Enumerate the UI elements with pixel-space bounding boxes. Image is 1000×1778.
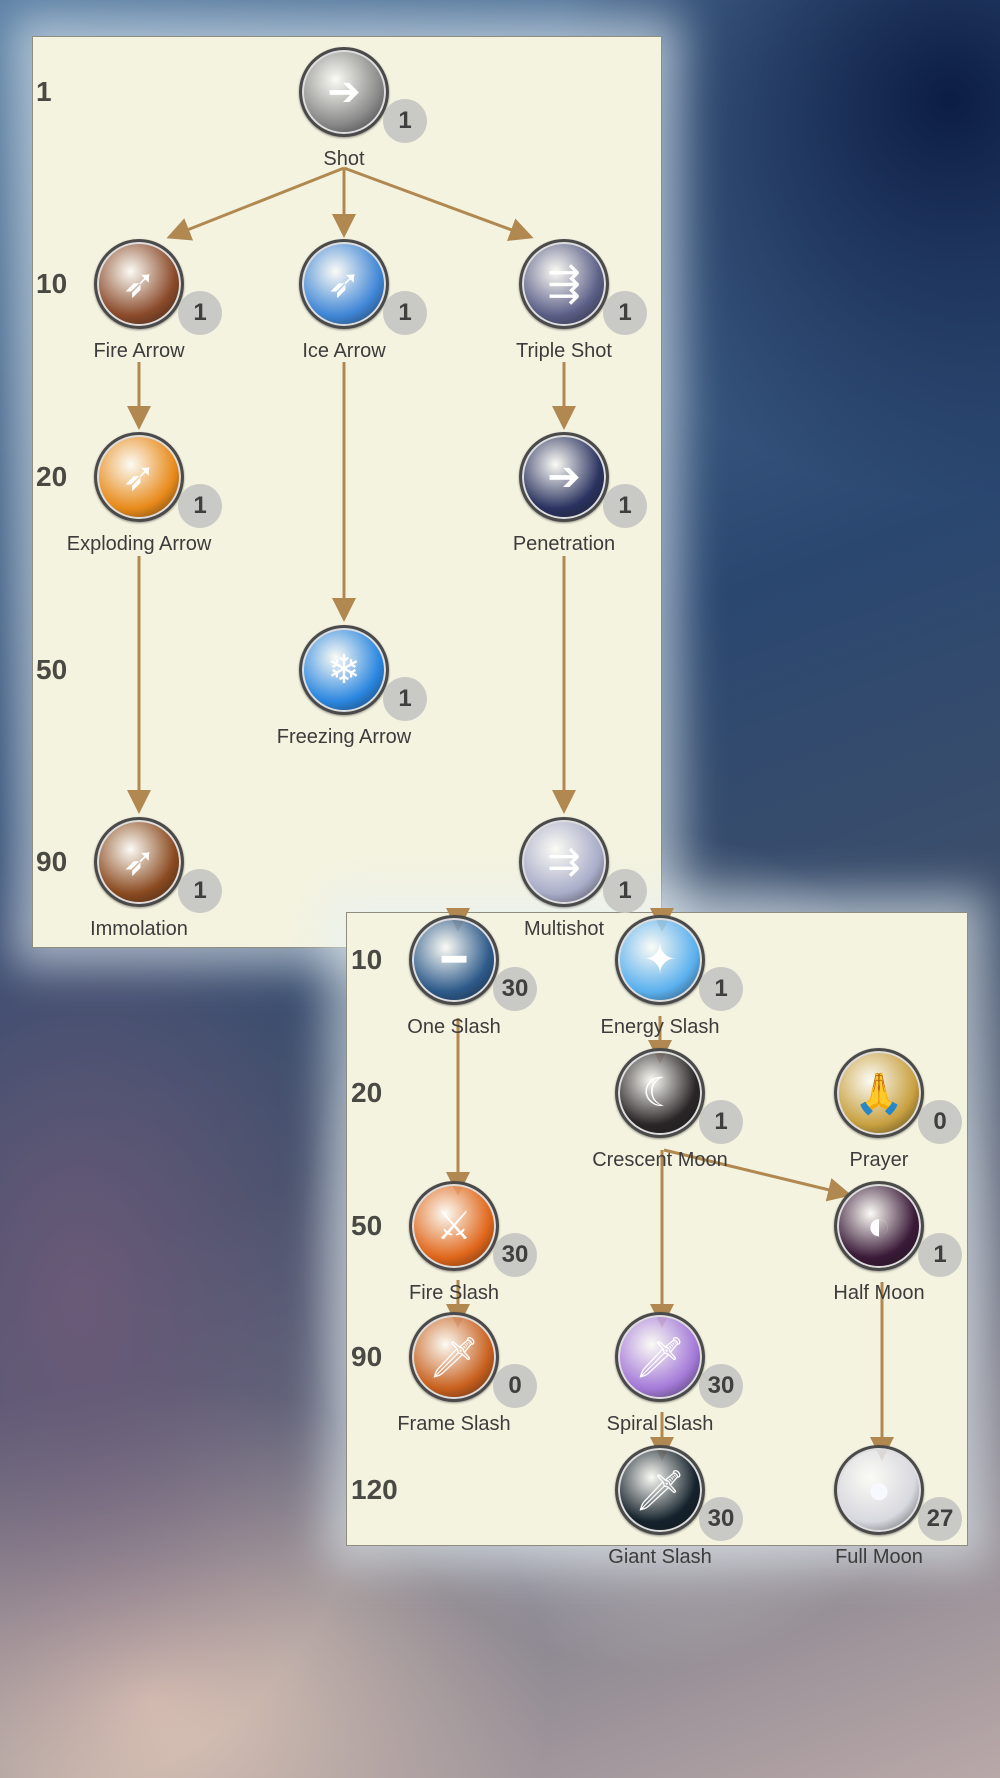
exploding-arrow-icon[interactable]: ➶	[94, 432, 184, 522]
level-label: 50	[36, 654, 68, 685]
crescent-moon-sword-icon[interactable]: ☾	[615, 1048, 705, 1138]
skill-points-badge: 30	[493, 1233, 537, 1277]
skill-name: Ice Arrow	[302, 340, 386, 362]
skill-points-badge: 1	[383, 99, 427, 143]
skill-points-badge: 0	[918, 1100, 962, 1144]
arrow-right-icon[interactable]: ➔	[299, 47, 389, 137]
skill-points-badge: 27	[918, 1497, 962, 1541]
skill-points-badge: 1	[383, 677, 427, 721]
skill-name: Giant Slash	[608, 1546, 712, 1568]
skill-points-badge: 1	[603, 869, 647, 913]
skill-name: Energy Slash	[600, 1016, 720, 1038]
level-label: 10	[36, 268, 68, 299]
skill-name: Multishot	[523, 918, 605, 940]
skill-name: Shot	[323, 148, 365, 170]
skill-points-badge: 1	[178, 869, 222, 913]
skill-name: Fire Slash	[408, 1282, 500, 1304]
giant-sword-icon[interactable]: 🗡	[615, 1445, 705, 1535]
skill-points-badge: 1	[383, 291, 427, 335]
skill-points-badge: 1	[603, 291, 647, 335]
arrow-crescent-halfmoon	[663, 1148, 852, 1202]
fire-arrow-icon[interactable]: ➶	[94, 239, 184, 329]
skill-points-badge: 1	[603, 484, 647, 528]
skill-name: Fire Arrow	[93, 340, 185, 362]
praying-hands-icon[interactable]: 🙏	[834, 1048, 924, 1138]
spiral-sword-icon[interactable]: 🗡	[615, 1312, 705, 1402]
immolation-arrow-icon[interactable]: ➶	[94, 817, 184, 907]
skill-name: Full Moon	[835, 1546, 923, 1568]
penetration-arrow-icon[interactable]: ➔	[519, 432, 609, 522]
skill-name: Spiral Slash	[606, 1413, 714, 1435]
full-moon-sword-icon[interactable]: ●	[834, 1445, 924, 1535]
skill-points-badge: 1	[178, 291, 222, 335]
ice-arrow-icon[interactable]: ➶	[299, 239, 389, 329]
skill-points-badge: 1	[699, 967, 743, 1011]
skill-name: Exploding Arrow	[66, 533, 212, 555]
triple-arrow-icon[interactable]: ⇶	[519, 239, 609, 329]
skill-points-badge: 1	[178, 484, 222, 528]
level-label: 90	[36, 846, 68, 877]
arrow-shot-fire	[166, 166, 345, 241]
skill-points-badge: 1	[918, 1233, 962, 1277]
snowflake-arrow-icon[interactable]: ❄	[299, 625, 389, 715]
arrow-shot-triple	[343, 166, 534, 242]
multishot-arrow-icon[interactable]: ⇉	[519, 817, 609, 907]
half-moon-sword-icon[interactable]: ◐	[834, 1181, 924, 1271]
level-label: 20	[351, 1077, 383, 1108]
level-label: 120	[351, 1474, 398, 1505]
level-label: 1	[36, 76, 52, 107]
skill-name: Penetration	[512, 533, 616, 555]
skill-name: Crescent Moon	[592, 1149, 728, 1171]
skill-name: Prayer	[849, 1149, 909, 1171]
flame-sword-icon[interactable]: 🗡	[409, 1312, 499, 1402]
skill-points-badge: 30	[493, 967, 537, 1011]
skill-points-badge: 30	[699, 1364, 743, 1408]
skill-name: Immolation	[90, 918, 188, 940]
skill-name: Freezing Arrow	[276, 726, 412, 748]
level-label: 50	[351, 1210, 383, 1241]
slash-line-icon[interactable]: ━	[409, 915, 499, 1005]
skill-name: Frame Slash	[397, 1413, 511, 1435]
energy-sword-icon[interactable]: ✦	[615, 915, 705, 1005]
level-label: 90	[351, 1341, 383, 1372]
skill-name: One Slash	[407, 1016, 501, 1038]
level-label: 10	[351, 944, 383, 975]
fire-sword-icon[interactable]: ⚔	[409, 1181, 499, 1271]
level-label: 20	[36, 461, 68, 492]
skill-points-badge: 0	[493, 1364, 537, 1408]
skill-points-badge: 30	[699, 1497, 743, 1541]
skill-points-badge: 1	[699, 1100, 743, 1144]
skill-name: Half Moon	[833, 1282, 925, 1304]
skill-name: Triple Shot	[516, 340, 612, 362]
